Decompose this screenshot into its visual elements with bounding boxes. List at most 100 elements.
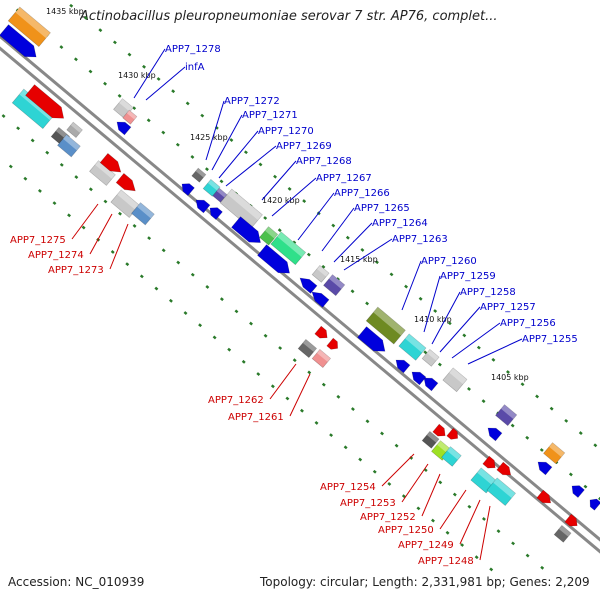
gene-label-forward: APP7_1269 — [276, 141, 332, 152]
tick-dot — [59, 45, 64, 49]
gene-label-forward: APP7_1267 — [316, 173, 372, 184]
tick-dot — [176, 260, 181, 265]
gene-label-forward: APP7_1268 — [296, 156, 352, 167]
backbone-line-outer — [0, 34, 600, 542]
tick-dot — [270, 384, 275, 389]
gene-label-reverse: APP7_1253 — [340, 498, 396, 509]
tick-dot — [285, 396, 290, 401]
tick-dot — [67, 213, 72, 218]
tick-dot — [273, 174, 278, 179]
tick-dot — [263, 216, 268, 220]
leader-line — [343, 238, 393, 271]
gene-glyph — [323, 274, 346, 297]
gene-label-forward: APP7_1263 — [392, 234, 448, 245]
tick-dot — [321, 382, 326, 387]
gene-label-reverse: APP7_1262 — [208, 395, 264, 406]
gene-glyph — [311, 264, 330, 283]
tick-dot — [520, 382, 525, 387]
tick-dot — [118, 211, 122, 216]
leader-line — [451, 322, 501, 359]
tick-dot — [525, 553, 530, 558]
gene-glyph — [219, 188, 263, 230]
tick-dot — [511, 541, 516, 546]
leader-line — [423, 275, 441, 333]
tick-dot — [156, 77, 161, 81]
gene-glyph — [231, 216, 261, 243]
gene-label-reverse: APP7_1250 — [378, 525, 434, 536]
tick-dot — [452, 492, 457, 497]
tick-dot — [583, 484, 588, 489]
gene-glyph — [7, 6, 51, 48]
tick-dot — [190, 155, 195, 159]
leader-line — [439, 306, 481, 353]
leader-line — [467, 338, 523, 365]
gene-glyph — [212, 187, 228, 203]
gene-glyph — [57, 134, 81, 158]
tick-dot — [161, 130, 166, 135]
gene-label-reverse: APP7_1275 — [10, 235, 66, 246]
tick-dot — [125, 262, 130, 267]
gene-label-forward: APP7_1266 — [334, 188, 390, 199]
gene-glyph — [486, 477, 516, 506]
leader-line — [109, 223, 129, 270]
tick-dot — [278, 346, 283, 350]
tick-dot — [256, 372, 261, 376]
tick-dot — [234, 309, 239, 314]
tick-dot — [365, 301, 370, 306]
tick-dot — [219, 179, 224, 184]
gene-label-forward: APP7_1270 — [258, 126, 314, 137]
tick-dot — [229, 138, 234, 142]
tick-dot — [200, 113, 205, 118]
tick-dot — [30, 138, 35, 143]
tick-dot — [185, 101, 190, 106]
gene-glyph — [496, 461, 512, 476]
tick-dot — [578, 431, 583, 436]
tick-dot — [467, 387, 471, 391]
tick-dot — [460, 543, 465, 547]
tick-dot — [535, 394, 540, 399]
gene-glyph — [589, 498, 600, 511]
tick-dot — [358, 457, 363, 462]
leader-line — [289, 373, 311, 417]
tick-dot — [433, 309, 438, 313]
tick-dot — [16, 126, 21, 131]
gene-glyph — [110, 189, 140, 218]
tick-dot — [132, 223, 137, 228]
leader-line — [269, 363, 297, 400]
gene-glyph — [543, 442, 566, 465]
tick-dot — [416, 506, 421, 511]
gene-glyph — [181, 183, 195, 196]
tick-dot — [350, 407, 355, 411]
tick-dot — [306, 252, 311, 257]
tick-dot — [496, 529, 501, 534]
gene-glyph — [441, 446, 462, 467]
tick-label: 1415 kbp — [340, 255, 378, 264]
gene-glyph — [326, 337, 338, 350]
tick-label: 1420 kbp — [262, 196, 300, 205]
tick-dot — [205, 167, 209, 172]
gene-glyph — [270, 231, 307, 266]
gene-glyph — [311, 348, 332, 369]
tick-dot — [329, 433, 334, 438]
leader-line — [133, 48, 166, 99]
gene-glyph — [191, 167, 207, 183]
tick-dot — [506, 370, 510, 374]
leader-line — [145, 66, 186, 101]
tick-dot — [549, 406, 554, 411]
tick-dot — [1, 114, 6, 118]
gene-glyph — [553, 524, 572, 543]
gene-label-reverse: APP7_1273 — [48, 265, 104, 276]
tick-dot — [467, 504, 472, 509]
tick-dot — [375, 260, 379, 265]
gene-glyph — [66, 121, 83, 138]
leader-line — [218, 130, 259, 179]
gene-label-forward: infA — [185, 62, 205, 73]
tick-dot — [598, 496, 600, 501]
tick-dot — [59, 162, 64, 167]
gene-glyph — [311, 291, 330, 308]
gene-glyph — [314, 325, 328, 339]
tick-dot — [147, 236, 152, 241]
tick-dot — [277, 228, 282, 233]
gene-glyph — [536, 489, 552, 504]
gene-label-forward: APP7_1271 — [242, 110, 298, 121]
